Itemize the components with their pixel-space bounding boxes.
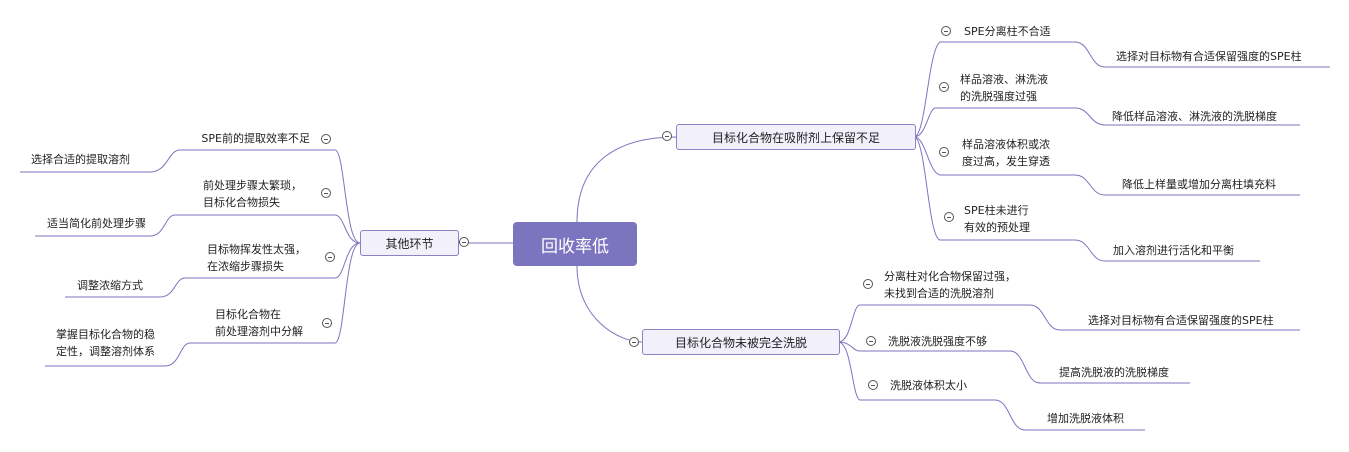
branch-elution[interactable]: 目标化合物未被完全洗脱 bbox=[642, 329, 840, 355]
root-node[interactable]: 回收率低 bbox=[513, 222, 637, 266]
solution-node[interactable]: 选择对目标物有合适保留强度的SPE柱 bbox=[1116, 50, 1302, 63]
solution-node[interactable]: 掌握目标化合物的稳 定性，调整溶剂体系 bbox=[56, 328, 155, 358]
collapse-icon[interactable] bbox=[863, 279, 873, 289]
collapse-icon[interactable] bbox=[939, 82, 949, 92]
solution-node[interactable]: 降低样品溶液、淋洗液的洗脱梯度 bbox=[1112, 110, 1277, 123]
cause-node[interactable]: 洗脱液体积太小 bbox=[890, 379, 967, 392]
branch-adsorption[interactable]: 目标化合物在吸附剂上保留不足 bbox=[676, 124, 916, 150]
collapse-icon[interactable] bbox=[866, 336, 876, 346]
collapse-icon[interactable] bbox=[941, 26, 951, 36]
collapse-icon[interactable] bbox=[321, 188, 331, 198]
solution-node[interactable]: 调整浓缩方式 bbox=[77, 279, 143, 292]
cause-node[interactable]: SPE分离柱不合适 bbox=[964, 25, 1051, 38]
solution-node[interactable]: 适当简化前处理步骤 bbox=[47, 217, 146, 230]
cause-node[interactable]: 样品溶液体积或浓 度过高，发生穿透 bbox=[962, 138, 1050, 168]
cause-node[interactable]: SPE前的提取效率不足 bbox=[201, 132, 310, 145]
cause-node[interactable]: 洗脱液洗脱强度不够 bbox=[888, 335, 987, 348]
collapse-icon[interactable] bbox=[459, 237, 469, 247]
collapse-icon[interactable] bbox=[939, 147, 949, 157]
solution-node[interactable]: 选择对目标物有合适保留强度的SPE柱 bbox=[1088, 314, 1274, 327]
cause-node[interactable]: 分离柱对化合物保留过强， 未找到合适的洗脱溶剂 bbox=[884, 270, 1016, 300]
solution-node[interactable]: 提高洗脱液的洗脱梯度 bbox=[1059, 366, 1169, 379]
cause-node[interactable]: 样品溶液、淋洗液 的洗脱强度过强 bbox=[960, 73, 1048, 103]
collapse-icon[interactable] bbox=[662, 131, 672, 141]
branch-other[interactable]: 其他环节 bbox=[360, 230, 459, 256]
collapse-icon[interactable] bbox=[322, 318, 332, 328]
collapse-icon[interactable] bbox=[868, 380, 878, 390]
collapse-icon[interactable] bbox=[944, 212, 954, 222]
cause-node[interactable]: SPE柱未进行 有效的预处理 bbox=[964, 204, 1030, 234]
solution-node[interactable]: 加入溶剂进行活化和平衡 bbox=[1113, 244, 1234, 257]
cause-node[interactable]: 目标化合物在 前处理溶剂中分解 bbox=[215, 308, 303, 338]
cause-node[interactable]: 前处理步骤太繁琐， 目标化合物损失 bbox=[203, 179, 302, 209]
solution-node[interactable]: 选择合适的提取溶剂 bbox=[31, 153, 130, 166]
collapse-icon[interactable] bbox=[321, 134, 331, 144]
collapse-icon[interactable] bbox=[325, 252, 335, 262]
solution-node[interactable]: 降低上样量或增加分离柱填充料 bbox=[1122, 178, 1276, 191]
cause-node[interactable]: 目标物挥发性太强， 在浓缩步骤损失 bbox=[207, 243, 306, 273]
collapse-icon[interactable] bbox=[629, 337, 639, 347]
solution-node[interactable]: 增加洗脱液体积 bbox=[1047, 412, 1124, 425]
